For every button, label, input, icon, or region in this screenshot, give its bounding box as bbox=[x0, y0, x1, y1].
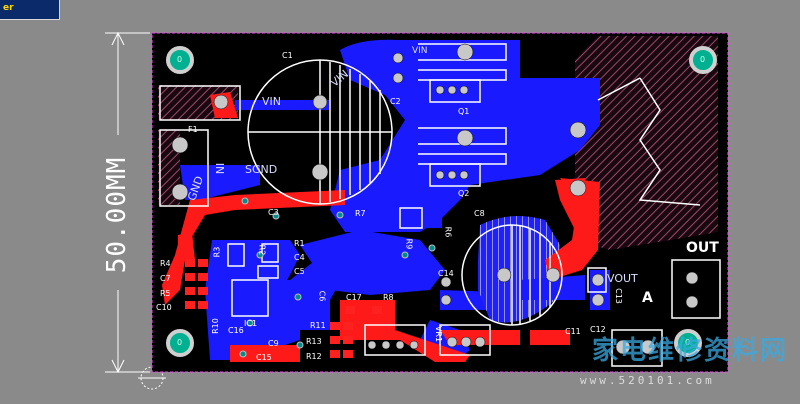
silkscreen-layer bbox=[159, 43, 721, 367]
connector-vin bbox=[159, 129, 209, 207]
vias bbox=[239, 197, 436, 358]
refdes-r1: R1 bbox=[294, 239, 305, 248]
refdes-r6: R6 bbox=[443, 226, 453, 238]
mounting-hole-label-tl: 0 bbox=[177, 55, 183, 64]
watermark-url: www.520101.com bbox=[580, 374, 715, 387]
refdes-ic1: IC1 bbox=[244, 319, 258, 328]
mounting-holes bbox=[166, 46, 717, 357]
refdes-r8b: R8 bbox=[383, 293, 394, 302]
refdes-r4: R4 bbox=[160, 259, 171, 268]
smd-pads bbox=[185, 259, 382, 358]
refdes-c3: C3 bbox=[268, 208, 279, 217]
transformer-zigzag bbox=[638, 77, 701, 206]
refdes-q1: Q1 bbox=[458, 107, 470, 116]
connector-out bbox=[671, 259, 721, 319]
vr1-outline bbox=[439, 324, 491, 356]
refdes-c15: C15 bbox=[256, 353, 272, 362]
r8-outline bbox=[364, 324, 426, 356]
net-label-vin-mid: VIN bbox=[412, 46, 428, 56]
refdes-r2: R2 bbox=[257, 244, 267, 256]
net-label-ni: NI bbox=[214, 162, 228, 175]
output-connector bbox=[611, 329, 663, 367]
pads bbox=[171, 43, 699, 355]
refdes-c12: C12 bbox=[590, 325, 606, 334]
refdes-c10: C10 bbox=[156, 303, 172, 312]
refdes-c6: C6 bbox=[317, 290, 327, 302]
refdes-c11: C11 bbox=[565, 327, 581, 336]
refdes-c16: C16 bbox=[228, 326, 244, 335]
refdes-c17: C17 bbox=[346, 293, 362, 302]
toolbar-tab-label: er bbox=[3, 3, 14, 13]
watermark-logo: 家电维修资料网 bbox=[592, 336, 789, 366]
refdes-r9: R9 bbox=[404, 238, 414, 250]
q1-heatsink bbox=[418, 43, 507, 61]
net-label-amp: A bbox=[642, 290, 653, 306]
dimension-label: 50.00MM bbox=[102, 156, 132, 274]
refdes-c2: C2 bbox=[390, 97, 401, 106]
refdes-c7: C7 bbox=[160, 274, 171, 283]
refdes-q2: Q2 bbox=[458, 189, 470, 198]
refdes-r13: R13 bbox=[306, 337, 322, 346]
net-label-vout: VOUT bbox=[607, 272, 638, 285]
net-label-sgnd: SGND bbox=[245, 163, 278, 176]
toolbar-tab[interactable]: er bbox=[0, 0, 60, 20]
transformer-keepout bbox=[575, 36, 718, 250]
refdes-r5: R5 bbox=[160, 289, 171, 298]
net-label-vin: VIN bbox=[262, 95, 281, 108]
refdes-c8: C8 bbox=[474, 209, 485, 218]
mounting-hole-label-tr: 0 bbox=[700, 55, 706, 64]
refdes-vr1: VR1 bbox=[434, 325, 444, 343]
mounting-hole-label-bl: 0 bbox=[177, 338, 183, 347]
refdes-c9: C9 bbox=[268, 339, 279, 348]
net-label-out: OUT bbox=[686, 240, 719, 256]
refdes-f1: F1 bbox=[188, 125, 198, 134]
refdes-r10: R10 bbox=[210, 318, 220, 334]
refdes-c14: C14 bbox=[438, 269, 454, 278]
ic1-outline bbox=[231, 279, 269, 317]
mounting-hole-label-br: 0 bbox=[685, 338, 691, 347]
refdes-c1: C1 bbox=[282, 51, 293, 60]
refdes-r11: R11 bbox=[310, 321, 326, 330]
dimension-marker bbox=[105, 31, 166, 390]
refdes-c5: C5 bbox=[294, 267, 305, 276]
refdes-r7: R7 bbox=[355, 209, 366, 218]
refdes-c4: C4 bbox=[294, 253, 305, 262]
refdes-r3: R3 bbox=[212, 246, 222, 258]
bottom-copper-layer bbox=[162, 92, 600, 362]
refdes-c13: C13 bbox=[613, 288, 623, 304]
refdes-r12: R12 bbox=[306, 352, 322, 361]
